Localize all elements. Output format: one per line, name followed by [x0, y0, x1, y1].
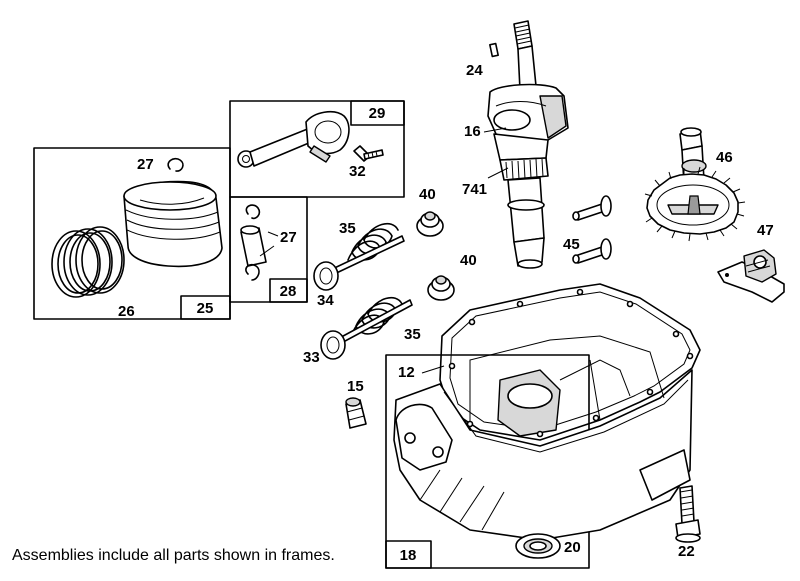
callout-35-top: 35 — [339, 220, 356, 237]
callout-47: 47 — [757, 222, 774, 239]
callout-20: 20 — [564, 539, 581, 556]
callout-24: 24 — [466, 62, 483, 79]
valve-tappets — [572, 195, 612, 264]
governor-assembly — [717, 249, 785, 303]
callout-26: 26 — [118, 303, 135, 320]
callout-15: 15 — [347, 378, 364, 395]
callout-741: 741 — [462, 181, 487, 198]
callout-35-bottom: 35 — [404, 326, 421, 343]
oil-seal — [515, 533, 561, 559]
callout-27-frame: 27 — [280, 229, 297, 246]
piston-rings — [51, 226, 125, 298]
piston — [123, 180, 223, 268]
callout-40-bottom: 40 — [460, 252, 477, 269]
callout-22: 22 — [678, 543, 695, 560]
frame-29: 29 — [229, 100, 405, 198]
exhaust-valve-spring — [320, 296, 413, 360]
leader-lines — [259, 127, 509, 374]
valve-spring-cap-lower — [427, 275, 455, 301]
callout-45: 45 — [563, 236, 580, 253]
intake-valve-spring — [313, 222, 405, 291]
callout-27-top: 27 — [137, 156, 154, 173]
callout-32: 32 — [349, 163, 366, 180]
callout-12: 12 — [398, 364, 415, 381]
camshaft — [644, 127, 746, 242]
callout-46: 46 — [716, 149, 733, 166]
callout-34: 34 — [317, 292, 334, 309]
assemblies-caption: Assemblies include all parts shown in fr… — [12, 547, 335, 564]
rod-bolt — [353, 145, 384, 162]
callout-labels: 24 16 741 46 47 45 27 27 32 26 40 40 35 … — [118, 62, 774, 560]
piston-pin — [240, 225, 267, 267]
frame-label-28: 28 — [280, 283, 297, 300]
crankshaft — [487, 20, 569, 269]
valve-seal — [345, 397, 367, 429]
valve-spring-cap-upper — [416, 211, 444, 237]
frame-label-25: 25 — [197, 300, 214, 317]
crankcase-sump — [393, 283, 701, 541]
retaining-ring-top — [167, 157, 184, 172]
callout-16: 16 — [464, 123, 481, 140]
frame-label-29: 29 — [369, 105, 386, 122]
woodruff-key — [489, 42, 499, 58]
callout-33: 33 — [303, 349, 320, 366]
sump-bolt — [675, 485, 701, 543]
pin-retainer-clips — [245, 204, 261, 281]
frame-label-18: 18 — [400, 547, 417, 564]
connecting-rod — [237, 110, 350, 168]
callout-40-top: 40 — [419, 186, 436, 203]
